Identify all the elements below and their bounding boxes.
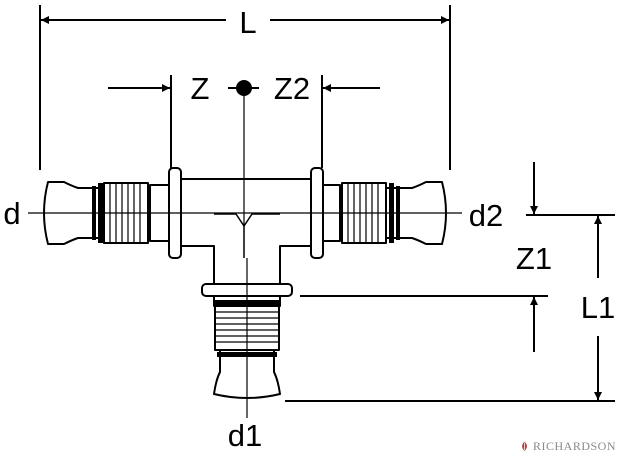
label-Z: Z — [191, 71, 210, 106]
label-L1: L1 — [581, 290, 615, 325]
brand-name: RICHARDSON — [532, 439, 616, 453]
richardson-brand: RICHARDSON — [519, 439, 616, 454]
label-d2: d2 — [469, 198, 503, 233]
centerlines — [28, 96, 462, 418]
label-Z2: Z2 — [274, 71, 310, 106]
label-d: d — [3, 196, 20, 231]
dimension-lines — [39, 5, 615, 402]
center-point-icon — [236, 80, 252, 96]
tee-body — [179, 178, 313, 286]
label-L: L — [239, 5, 256, 40]
tee-fitting — [43, 167, 447, 399]
label-d1: d1 — [228, 418, 262, 453]
label-Z1: Z1 — [516, 241, 552, 276]
richardson-leaf-icon — [522, 441, 527, 452]
